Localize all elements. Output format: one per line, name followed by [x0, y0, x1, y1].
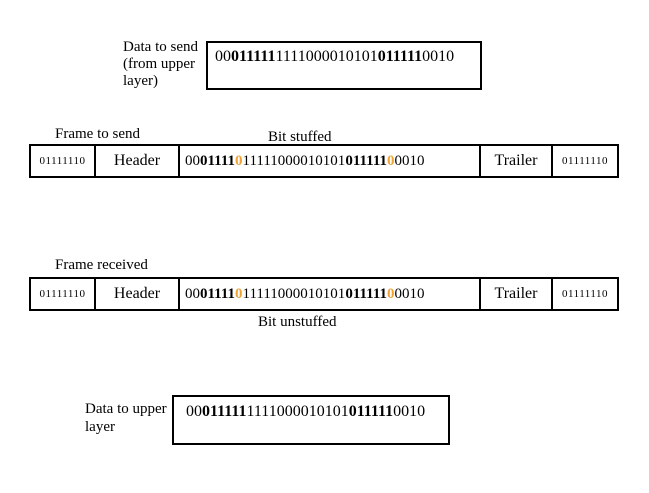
bit-run: 0010 [422, 48, 455, 65]
bit-run: 00 [215, 48, 231, 65]
start-flag-cell: 01111110 [29, 277, 96, 311]
flaglike-bit-run: 01111 [200, 285, 236, 302]
end-flag-cell: 01111110 [553, 144, 619, 178]
bit-run: 0010 [393, 403, 426, 420]
data-to-upper-layer-box: 0001111111110000101010111110010 [172, 395, 450, 445]
label-line: (from upper [123, 56, 196, 72]
start-flag-cell: 01111110 [29, 144, 96, 178]
frame-to-send-title: Frame to send [55, 126, 140, 142]
flag-bits: 01111110 [39, 155, 86, 167]
bit-run: 11111000010101 [242, 152, 346, 169]
bit-unstuffed-annotation: Bit unstuffed [258, 314, 337, 330]
bit-run: 0010 [394, 285, 425, 302]
bit-run: 00 [186, 403, 202, 420]
bit-run: 11111000010101 [242, 285, 346, 302]
header-label: Header [113, 152, 161, 169]
flag-bits: 01111110 [562, 155, 608, 167]
stuffed-bit: 0 [235, 152, 243, 169]
trailer-cell: Trailer [481, 277, 553, 311]
flaglike-bit-run: 011111 [202, 403, 247, 420]
flaglike-bit-run: 01111 [200, 152, 236, 169]
stuffed-data-cell: 000111101111100001010101111100010 [180, 277, 481, 311]
bit-run: 1111000010101 [275, 48, 378, 65]
data-to-send-label: Data to send (from upper layer) [123, 39, 209, 90]
flaglike-bit-run: 011111 [348, 403, 394, 420]
stuffed-bit: 0 [235, 285, 243, 302]
frame-received-row: 01111110 Header 000111101111100001010101… [29, 277, 619, 311]
bit-run: 00 [185, 285, 200, 302]
bit-run: 1111000010101 [246, 403, 349, 420]
flaglike-bit-run: 011111 [345, 152, 388, 169]
header-label: Header [113, 285, 161, 302]
bit-run: 0010 [394, 152, 425, 169]
stuffed-bit: 0 [387, 152, 395, 169]
trailer-cell: Trailer [481, 144, 553, 178]
label-line: layer) [123, 73, 158, 89]
flaglike-bit-run: 011111 [377, 48, 423, 65]
stuffed-data-cell: 000111101111100001010101111100010 [180, 144, 481, 178]
bit-stuffed-annotation: Bit stuffed [268, 129, 332, 145]
trailer-label: Trailer [494, 285, 538, 302]
original-bitstring: 0001111111110000101010111110010 [186, 403, 448, 421]
header-cell: Header [96, 144, 180, 178]
flag-bits: 01111110 [562, 288, 608, 300]
stuffed-bitstring: 000111101111100001010101111100010 [185, 153, 425, 170]
flaglike-bit-run: 011111 [231, 48, 276, 65]
end-flag-cell: 01111110 [553, 277, 619, 311]
trailer-label: Trailer [494, 152, 538, 169]
bit-run: 00 [185, 152, 200, 169]
frame-received-title: Frame received [55, 257, 148, 273]
header-cell: Header [96, 277, 180, 311]
frame-to-send-row: 01111110 Header 000111101111100001010101… [29, 144, 619, 178]
flaglike-bit-run: 011111 [345, 285, 388, 302]
flag-bits: 01111110 [39, 288, 86, 300]
stuffed-bitstring: 000111101111100001010101111100010 [185, 286, 425, 303]
label-line: Data to send [123, 39, 198, 55]
data-to-upper-layer-label: Data to upper layer [85, 400, 177, 436]
original-bitstring: 0001111111110000101010111110010 [215, 48, 480, 66]
label-line: Data to upper [85, 401, 167, 417]
label-line: layer [85, 419, 115, 435]
data-to-send-box: 0001111111110000101010111110010 [206, 41, 482, 90]
stuffed-bit: 0 [387, 285, 395, 302]
